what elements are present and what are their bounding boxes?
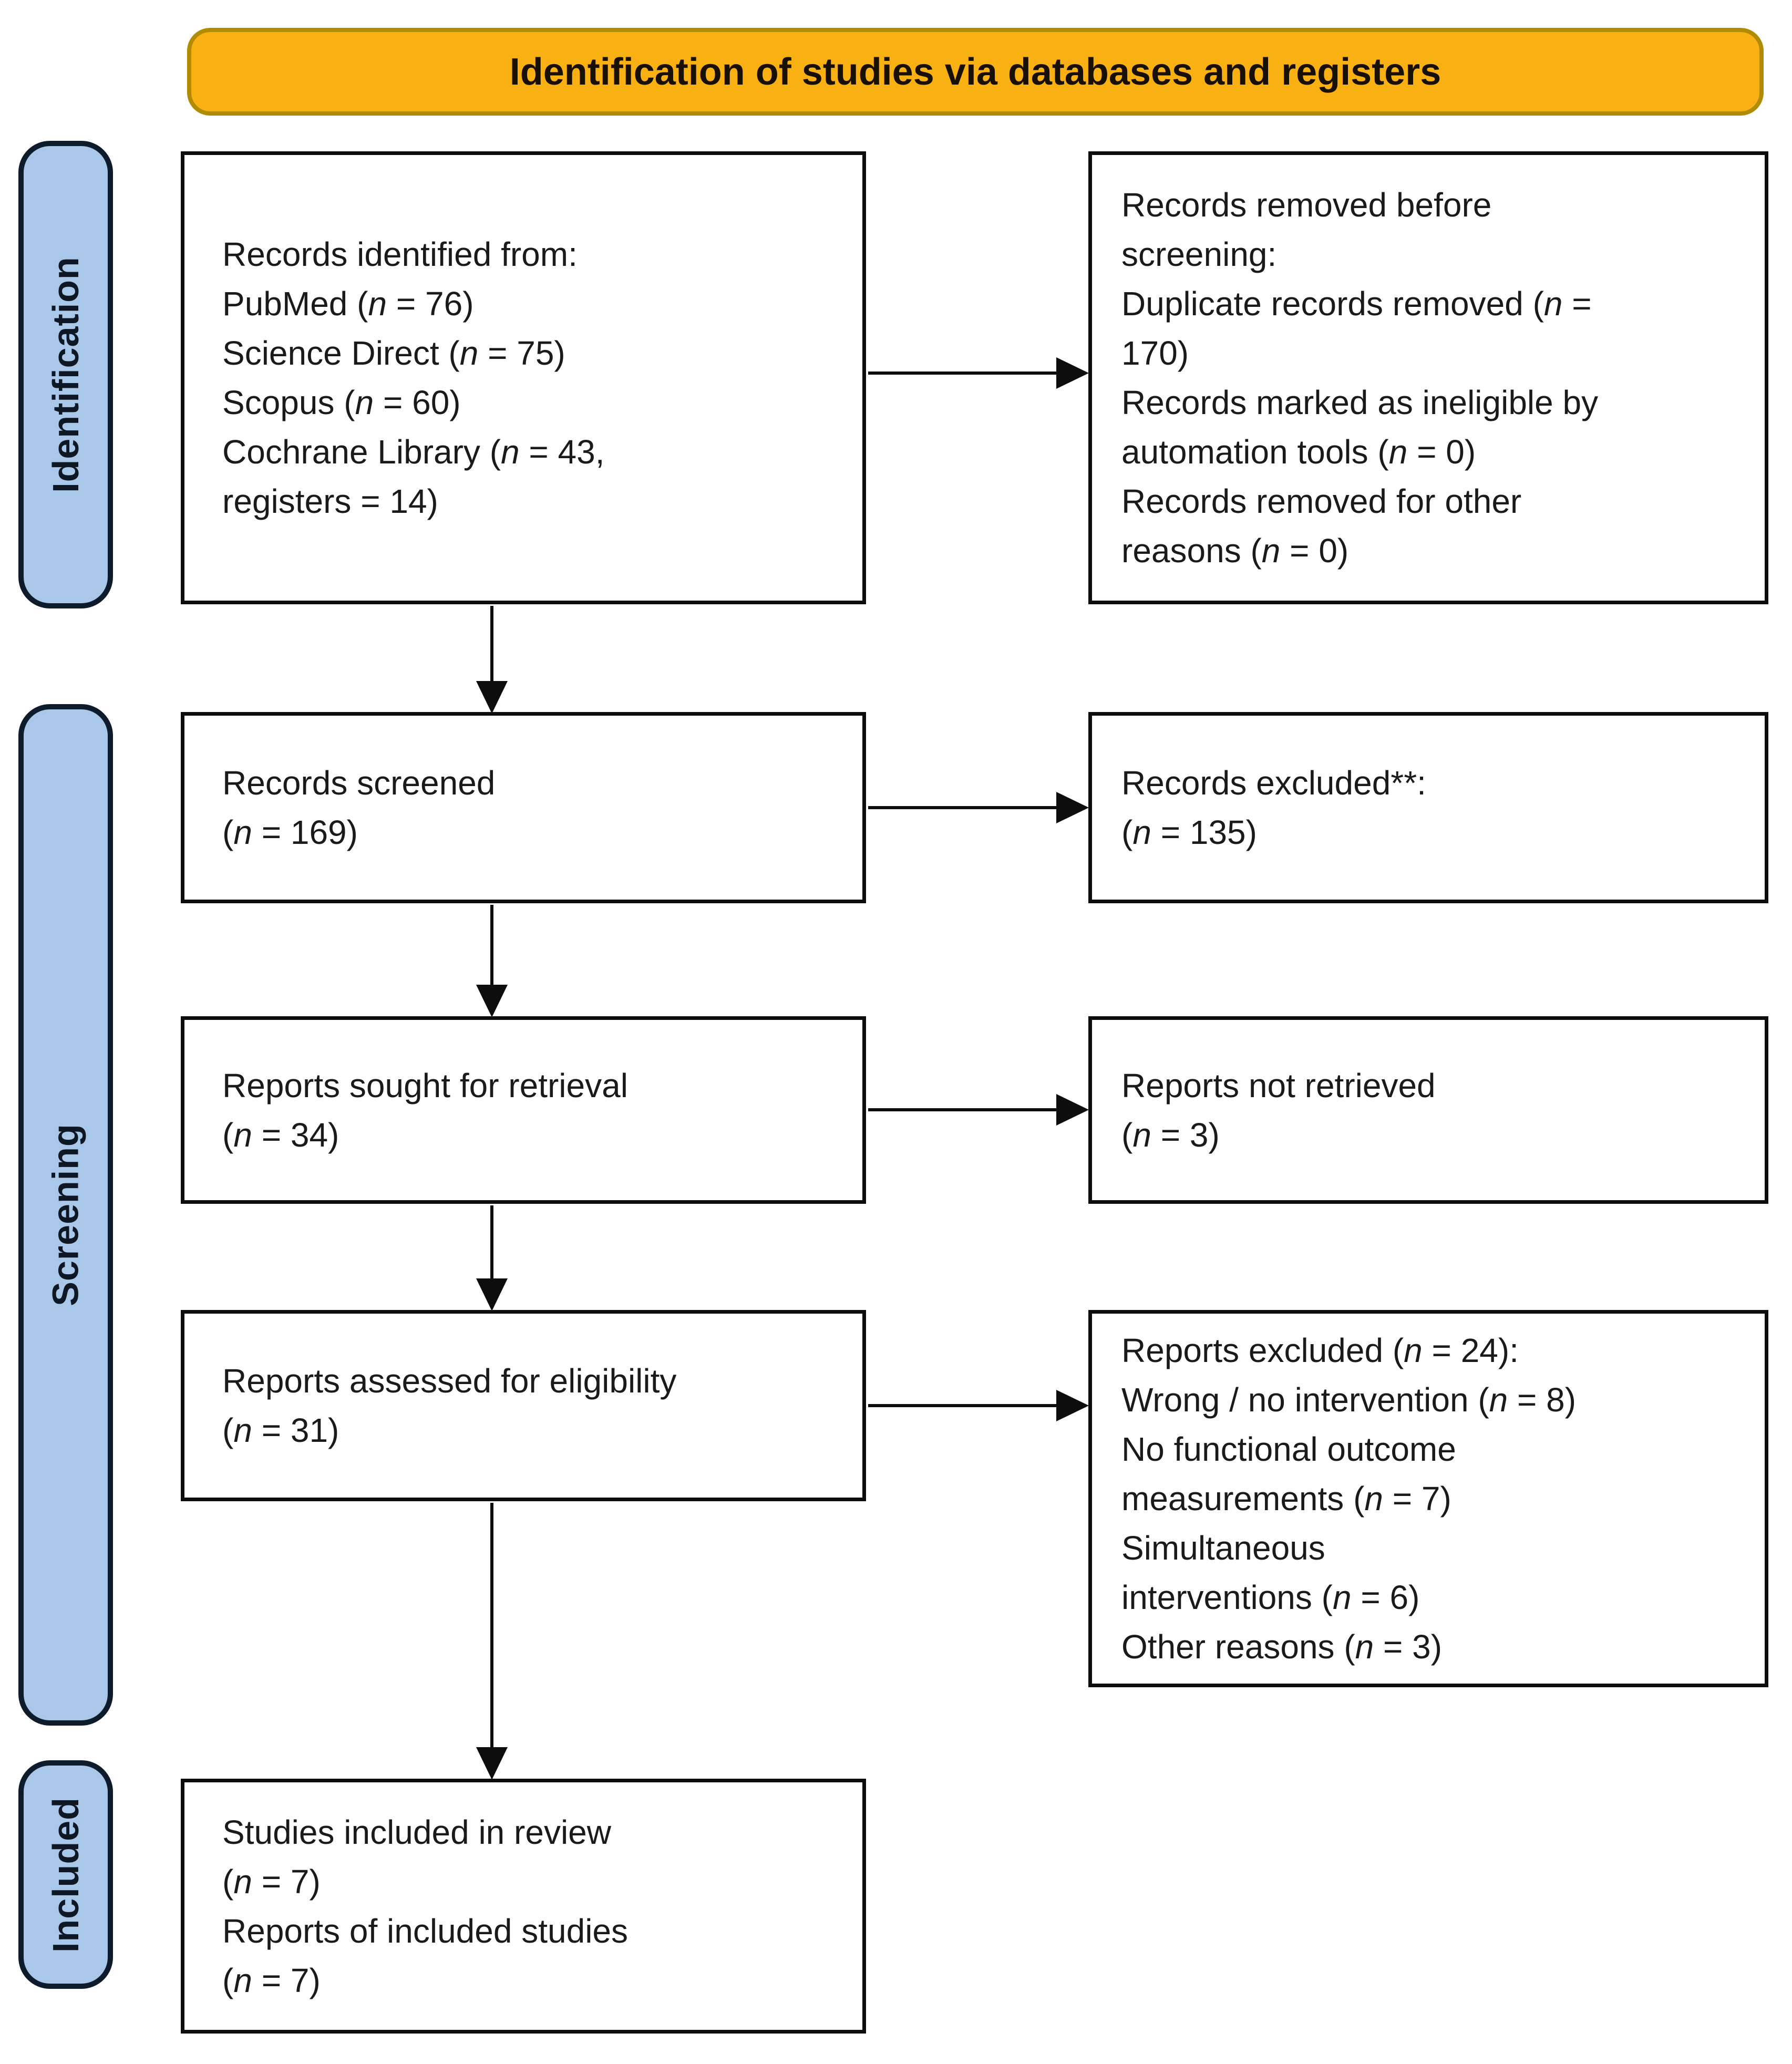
text-line: (n = 31) (222, 1411, 339, 1449)
arrow-sought-to-assessed (476, 1205, 508, 1311)
stage-bar-screening: Screening (18, 704, 113, 1726)
text-line: Records removed before (1121, 186, 1492, 224)
stage-label-screening: Screening (45, 1123, 87, 1306)
text-line: Scopus (n = 60) (222, 384, 461, 421)
box-reports-not-retrieved: Reports not retrieved (n = 3) (1088, 1016, 1768, 1204)
text-line: reasons (n = 0) (1121, 532, 1349, 570)
text-line: (n = 7) (222, 1961, 321, 1999)
arrow-assessed-to-included (476, 1503, 508, 1780)
stage-label-included: Included (45, 1797, 87, 1953)
arrow-sought-to-not-retrieved (868, 1094, 1089, 1126)
box-reports-excluded: Reports excluded (n = 24): Wrong / no int… (1088, 1310, 1768, 1687)
text-line: Records excluded**: (1121, 764, 1426, 802)
arrow-screened-to-sought (476, 905, 508, 1017)
stage-label-identification: Identification (45, 256, 86, 493)
text-line: Reports of included studies (222, 1912, 628, 1950)
box-records-screened: Records screened (n = 169) (181, 712, 866, 903)
text-line: Simultaneous (1121, 1529, 1325, 1567)
text-line: Records marked as ineligible by (1121, 384, 1599, 421)
arrow-identified-to-screened (476, 606, 508, 714)
box-records-excluded: Records excluded**: (n = 135) (1088, 712, 1768, 903)
text-line: Reports sought for retrieval (222, 1066, 628, 1105)
text-line: Records removed for other (1121, 482, 1522, 520)
diagram-title: Identification of studies via databases … (509, 50, 1441, 93)
text-line: measurements (n = 7) (1121, 1480, 1451, 1518)
text-line: (n = 169) (222, 813, 358, 851)
arrow-assessed-to-excluded (868, 1390, 1089, 1421)
text-line: Duplicate records removed (n = (1121, 285, 1592, 323)
stage-bar-identification: Identification (18, 141, 113, 608)
text-line: Studies included in review (222, 1813, 611, 1851)
text-line: 170) (1121, 334, 1189, 372)
text-line: screening: (1121, 235, 1277, 273)
text-line: Records identified from: (222, 235, 578, 273)
text-line: Records screened (222, 764, 496, 802)
box-reports-assessed-for-eligibility: Reports assessed for eligibility (n = 31) (181, 1310, 866, 1501)
box-records-identified: Records identified from: PubMed (n = 76) S… (181, 151, 866, 604)
box-records-removed-before-screening: Records removed before screening: Duplicat… (1088, 151, 1768, 604)
text-line: interventions (n = 6) (1121, 1578, 1420, 1616)
text-line: (n = 3) (1121, 1116, 1220, 1154)
text-line: Science Direct (n = 75) (222, 334, 565, 372)
text-line: PubMed (n = 76) (222, 285, 474, 323)
arrow-screened-to-excluded (868, 792, 1089, 823)
text-line: automation tools (n = 0) (1121, 433, 1476, 471)
text-line: Reports excluded (n = 24): (1121, 1332, 1519, 1369)
text-line: registers = 14) (222, 482, 438, 520)
text-line: (n = 34) (222, 1116, 339, 1154)
text-line: Cochrane Library (n = 43, (222, 433, 605, 471)
text-line: (n = 135) (1121, 813, 1257, 851)
text-line: (n = 7) (222, 1862, 321, 1901)
text-line: No functional outcome (1121, 1430, 1456, 1468)
title-banner: Identification of studies via databases … (187, 28, 1764, 116)
box-studies-included-in-review: Studies included in review (n = 7) Reports… (181, 1779, 866, 2034)
text-line: Reports assessed for eligibility (222, 1362, 677, 1400)
text-line: Reports not retrieved (1121, 1066, 1436, 1105)
stage-bar-included: Included (18, 1760, 113, 1989)
arrow-identified-to-removed (868, 357, 1089, 389)
text-line: Wrong / no intervention (n = 8) (1121, 1381, 1577, 1419)
box-reports-sought-for-retrieval: Reports sought for retrieval (n = 34) (181, 1016, 866, 1204)
text-line: Other reasons (n = 3) (1121, 1628, 1443, 1666)
